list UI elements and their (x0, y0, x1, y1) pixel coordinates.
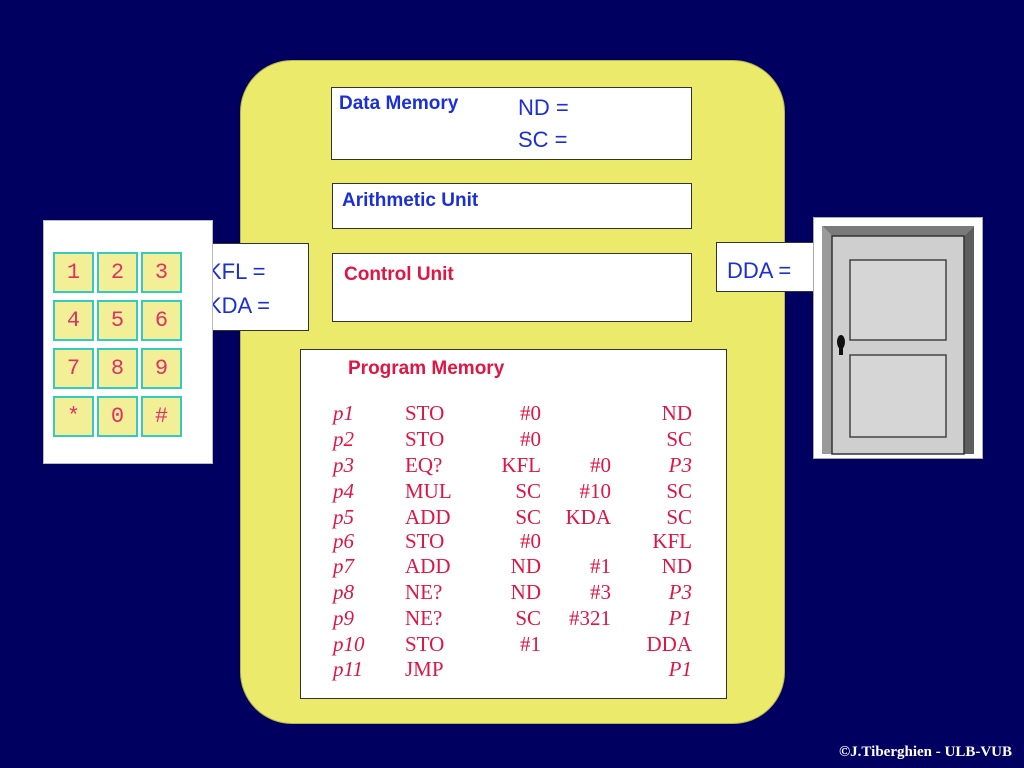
program-row-label: p3 (333, 453, 354, 477)
arithmetic-unit-box: Arithmetic Unit (332, 183, 692, 229)
key-8[interactable]: 8 (97, 348, 138, 389)
nd-register: ND = (518, 95, 569, 120)
program-row-p7: p7 ADD ND #1 ND (301, 554, 726, 580)
program-row-destination: ND (661, 554, 692, 578)
door-panel (813, 217, 983, 459)
program-row-destination: P3 (668, 453, 692, 477)
program-row-operand-1: SC (515, 505, 541, 529)
program-row-label: p11 (333, 657, 363, 681)
program-row-p9: p9 NE? SC #321 P1 (301, 606, 726, 632)
key-hash[interactable]: # (141, 396, 182, 437)
program-row-label: p7 (333, 554, 354, 578)
program-row-operand-2: #321 (569, 606, 611, 630)
program-row-destination: KFL (652, 529, 692, 553)
key-2[interactable]: 2 (97, 252, 138, 293)
program-row-opcode: EQ? (405, 453, 443, 477)
program-row-operand-1: #0 (520, 401, 541, 425)
key-9[interactable]: 9 (141, 348, 182, 389)
program-row-p8: p8 NE? ND #3 P3 (301, 580, 726, 606)
program-row-operand-2: #0 (590, 453, 611, 477)
program-row-p1: p1 STO #0 ND (301, 401, 726, 427)
program-row-destination: SC (666, 505, 692, 529)
program-row-p4: p4 MUL SC #10 SC (301, 479, 726, 505)
sc-register: SC = (518, 127, 568, 152)
program-row-operand-1: SC (515, 479, 541, 503)
program-row-destination: P1 (668, 657, 692, 681)
program-row-opcode: NE? (405, 580, 443, 604)
program-row-operand-1: ND (510, 554, 541, 578)
program-row-label: p6 (333, 529, 354, 553)
program-row-label: p2 (333, 427, 354, 451)
program-row-label: p1 (333, 401, 354, 425)
key-6[interactable]: 6 (141, 300, 182, 341)
program-row-destination: ND (661, 401, 692, 425)
program-row-p6: p6 STO #0 KFL (301, 529, 726, 555)
kda-register: KDA = (207, 293, 270, 318)
data-memory-title: Data Memory (339, 93, 459, 114)
program-row-p5: p5 ADD SC KDA SC (301, 505, 726, 531)
input-register-box: KFL = KDA = (195, 243, 309, 331)
key-0[interactable]: 0 (97, 396, 138, 437)
dda-register: DDA = (727, 258, 792, 283)
program-row-operand-2: #1 (590, 554, 611, 578)
program-row-label: p10 (333, 632, 365, 656)
program-row-destination: SC (666, 479, 692, 503)
data-memory-box: Data Memory ND = SC = (331, 87, 692, 160)
program-row-opcode: STO (405, 529, 445, 553)
program-row-opcode: NE? (405, 606, 443, 630)
copyright-footer: ©J.Tiberghien - ULB-VUB (838, 744, 1012, 760)
program-row-operand-1: #0 (520, 529, 541, 553)
program-row-p2: p2 STO #0 SC (301, 427, 726, 453)
program-row-opcode: STO (405, 401, 445, 425)
program-row-label: p5 (333, 505, 354, 529)
arithmetic-unit-title: Arithmetic Unit (342, 190, 479, 211)
key-5[interactable]: 5 (97, 300, 138, 341)
keypad: 1 2 3 4 5 6 7 8 9 * 0 # (53, 252, 185, 442)
program-row-opcode: STO (405, 632, 445, 656)
program-row-operand-2: KDA (565, 505, 612, 529)
control-unit-box: Control Unit (332, 253, 692, 322)
program-row-opcode: ADD (405, 505, 451, 529)
program-row-destination: P1 (668, 606, 692, 630)
program-row-opcode: MUL (405, 479, 452, 503)
program-row-opcode: STO (405, 427, 445, 451)
program-row-operand-2: #3 (590, 580, 611, 604)
door-icon (822, 226, 974, 455)
output-register-box: DDA = (716, 242, 829, 292)
program-row-operand-1: KFL (501, 453, 541, 477)
program-row-p11: p11 JMP P1 (301, 657, 726, 683)
program-row-label: p4 (333, 479, 354, 503)
program-row-p10: p10 STO #1 DDA (301, 632, 726, 658)
control-unit-title: Control Unit (344, 264, 454, 285)
program-row-opcode: ADD (405, 554, 451, 578)
kfl-register: KFL = (207, 259, 266, 284)
program-row-operand-2: #10 (579, 479, 612, 503)
program-row-label: p9 (333, 606, 354, 630)
program-row-destination: DDA (646, 632, 693, 656)
program-row-opcode: JMP (405, 657, 444, 681)
program-row-operand-1: ND (510, 580, 541, 604)
key-star[interactable]: * (53, 396, 94, 437)
program-row-p3: p3 EQ? KFL #0 P3 (301, 453, 726, 479)
program-row-operand-1: #1 (520, 632, 541, 656)
key-1[interactable]: 1 (53, 252, 94, 293)
key-7[interactable]: 7 (53, 348, 94, 389)
program-row-operand-1: #0 (520, 427, 541, 451)
program-row-label: p8 (333, 580, 354, 604)
program-row-destination: SC (666, 427, 692, 451)
program-row-destination: P3 (668, 580, 692, 604)
program-row-operand-1: SC (515, 606, 541, 630)
program-memory-title: Program Memory (348, 358, 505, 379)
key-4[interactable]: 4 (53, 300, 94, 341)
key-3[interactable]: 3 (141, 252, 182, 293)
